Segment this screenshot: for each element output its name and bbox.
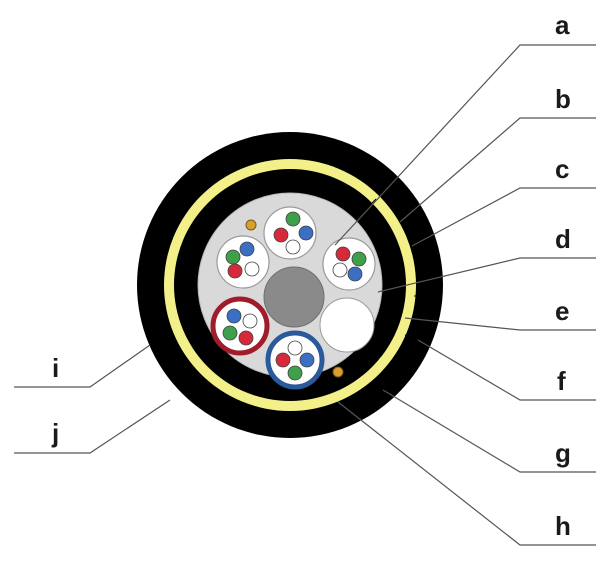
loose-tube-right [322,237,376,291]
callout-f: f [557,366,566,396]
fiber [273,227,289,243]
fiber [335,246,351,262]
fiber [332,262,348,278]
callout-e: e [555,296,569,326]
leader-line-c [411,187,596,247]
leader-lines [14,44,596,546]
callout-c: c [555,154,569,184]
leader-line-b [399,117,596,223]
callout-g: g [555,438,571,468]
fiber [285,239,301,255]
callout-labels: a b c d e f g h i j [51,10,571,541]
filler-rod [319,297,375,353]
ripcord-bottom [332,366,344,378]
callout-i: i [52,353,59,383]
loose-tube-red [210,296,270,356]
callout-j: j [51,418,59,448]
fiber [299,352,315,368]
leader-line-i [14,344,151,388]
callout-d: d [555,224,571,254]
fiber [287,365,303,381]
callout-a: a [555,10,570,40]
fiber [239,241,255,257]
fiber [222,325,238,341]
leader-line-h [337,401,596,546]
leader-line-e [404,317,596,331]
fiber [226,308,242,324]
loose-tube-blue [265,330,325,390]
fiber [285,211,301,227]
fiber [287,340,303,356]
leader-line-g [382,389,596,473]
leader-line-j [14,399,171,454]
cable-cross-section [137,132,443,438]
loose-tube-left [216,235,270,289]
fiber [351,251,367,267]
fiber [275,352,291,368]
fiber [238,330,254,346]
fiber [244,261,260,277]
fiber [227,263,243,279]
central-strength-member [263,266,325,328]
loose-tube-top [263,206,317,260]
fiber [225,249,241,265]
leader-line-a [334,44,596,246]
leader-line-f [417,339,596,401]
leader-line-d [377,257,596,293]
fiber [242,313,258,329]
callout-h: h [555,511,571,541]
callout-b: b [555,84,571,114]
fiber [298,225,314,241]
ripcord-top [245,219,257,231]
fiber [347,266,363,282]
armor-tape-ticks [371,198,420,339]
